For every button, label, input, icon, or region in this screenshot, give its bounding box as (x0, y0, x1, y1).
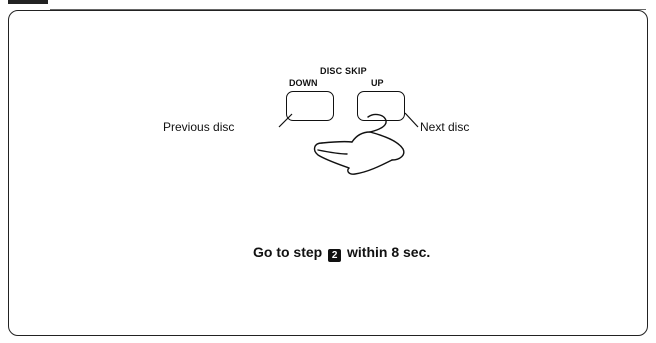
step-suffix: within 8 sec. (347, 244, 431, 260)
step-prefix: Go to step (253, 244, 323, 260)
disc-skip-down-button[interactable] (286, 91, 334, 121)
previous-disc-callout: Previous disc (163, 120, 235, 134)
pressing-hand-icon (313, 113, 405, 175)
corner-tab (8, 0, 48, 4)
next-leader-line (404, 112, 419, 128)
up-label: UP (371, 78, 384, 88)
instruction-panel (8, 10, 648, 336)
previous-leader-line (278, 113, 293, 128)
step-number-badge: 2 (328, 249, 342, 262)
next-disc-callout: Next disc (420, 120, 470, 134)
step-instruction: Go to step 2 within 8 sec. (253, 244, 430, 262)
disc-skip-label: DISC SKIP (320, 66, 367, 76)
top-rule (50, 9, 646, 10)
down-label: DOWN (289, 78, 318, 88)
